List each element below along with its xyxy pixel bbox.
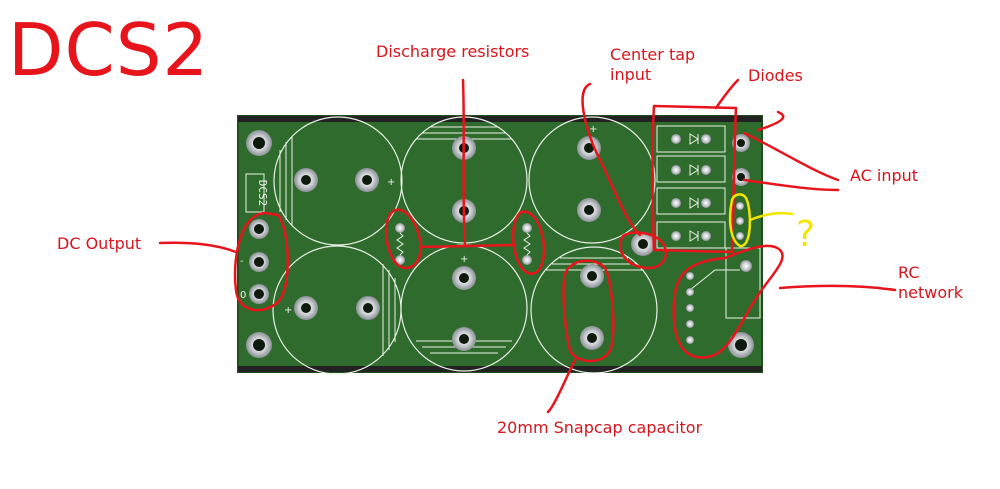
pads [246, 130, 754, 358]
label-diodes: Diodes [748, 66, 803, 85]
pad-plus-mark: + [589, 124, 597, 135]
label-center-tap-2: input [610, 65, 652, 84]
label-snapcap: 20mm Snapcap capacitor [497, 418, 703, 437]
diode-block [656, 125, 726, 249]
capacitor-outline [273, 116, 403, 246]
label-ac-input: AC input [850, 166, 919, 185]
pad-plus-mark: + [460, 254, 468, 265]
capacitor-outline [530, 246, 658, 374]
label-rc-2: network [898, 283, 963, 302]
label-rc-1: RC [898, 263, 920, 282]
label-center-tap-1: Center tap [610, 45, 696, 64]
pad-minus-mark: - [240, 256, 244, 267]
pad-zero-mark: 0 [240, 290, 246, 301]
question-mark: ? [796, 214, 815, 255]
capacitor-outline [528, 116, 656, 244]
label-dc-output: DC Output [57, 234, 142, 253]
page-title: DCS2 [8, 8, 210, 92]
label-discharge-resistors: Discharge resistors [376, 42, 530, 61]
pad-plus-mark: + [387, 177, 395, 188]
pad-plus-mark: + [284, 305, 292, 316]
pcb-board [237, 115, 763, 373]
board-silkscreen-text: DCS2 [256, 180, 269, 207]
